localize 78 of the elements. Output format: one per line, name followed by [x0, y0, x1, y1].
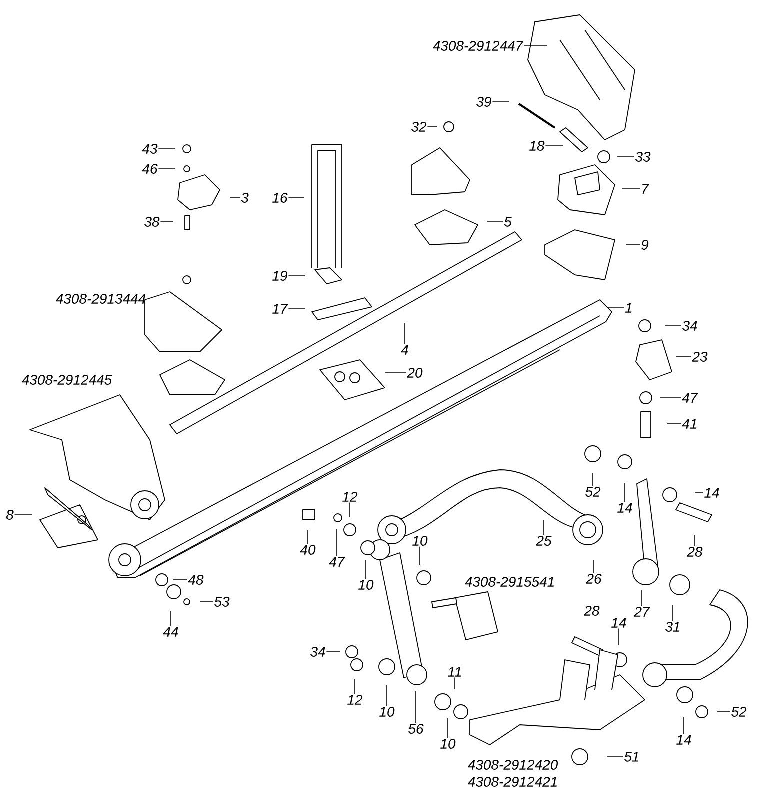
callout-number: 1 — [625, 303, 632, 313]
leader-line — [672, 604, 674, 622]
callout-number: 33 — [636, 152, 651, 162]
leader-line — [676, 356, 692, 358]
callout-number: 28 — [687, 547, 703, 557]
leader-line — [14, 514, 32, 516]
callout-number: 32 — [412, 122, 427, 132]
part-number: 4308-2913444 — [56, 294, 146, 304]
leader-line — [288, 308, 306, 310]
leader-line — [606, 756, 624, 758]
leader-line — [694, 492, 704, 494]
callout-number: 18 — [530, 141, 545, 151]
leader-line — [158, 148, 176, 150]
callout-number: 10 — [380, 707, 395, 717]
part-number: 4308-2912445 — [22, 375, 112, 385]
callout-number: 38 — [144, 217, 160, 227]
callout-number: 44 — [163, 627, 178, 637]
leader-line — [622, 188, 641, 190]
callout-number: 14 — [704, 488, 720, 498]
callout-number: 47 — [682, 393, 698, 403]
callout-number: 12 — [342, 492, 358, 502]
leader-line — [404, 322, 406, 345]
callout-number: 7 — [642, 184, 650, 194]
callout-number: 43 — [142, 144, 158, 154]
callout-number: 8 — [6, 510, 14, 520]
callout-number: 51 — [624, 752, 639, 762]
callout-number: 39 — [476, 97, 492, 107]
callout-number: 56 — [408, 724, 424, 734]
callout-number: 26 — [586, 574, 602, 584]
callout-number: 46 — [142, 164, 158, 174]
leader-line — [384, 372, 407, 374]
callout-number: 17 — [272, 304, 288, 314]
callout-number: 3 — [241, 193, 249, 203]
leader-line — [624, 482, 626, 503]
callout-number: 10 — [412, 536, 428, 546]
callout-number: 14 — [618, 503, 632, 513]
callout-number: 23 — [692, 352, 708, 362]
callout-number: 53 — [214, 597, 230, 607]
callout-number: 14 — [676, 735, 692, 745]
callout-number: 4308-2912447 — [432, 41, 524, 51]
callout-number: 10 — [440, 739, 456, 749]
callout-number: 52 — [732, 707, 747, 717]
callout-number: 31 — [666, 622, 680, 632]
leader-line — [158, 168, 176, 170]
callout-number: 34 — [682, 321, 698, 331]
callout-number: 25 — [536, 536, 552, 546]
part-number: 4308-2912421 — [468, 777, 557, 787]
callout-number: 12 — [348, 695, 363, 705]
leader-line — [170, 610, 172, 627]
callout-number: 14 — [612, 618, 626, 628]
leader-line — [427, 126, 438, 128]
leader-line — [694, 534, 696, 547]
callout-number: 9 — [642, 240, 649, 250]
callout-number: 47 — [329, 557, 346, 567]
callout-number: 16 — [272, 193, 288, 203]
leader-line — [626, 244, 641, 246]
leader-line — [616, 156, 635, 158]
callout-number: 52 — [586, 487, 601, 497]
leader-line — [618, 628, 620, 646]
callout-number: 10 — [358, 580, 374, 590]
leader-line — [386, 684, 388, 707]
callout-number: 41 — [682, 419, 697, 429]
leader-line — [336, 528, 338, 557]
callout-number: 34 — [310, 647, 326, 657]
callout-number: 19 — [272, 271, 288, 281]
callout-number: 20 — [407, 368, 423, 378]
callout-number: 11 — [448, 667, 462, 677]
part-number: 4308-2915541 — [464, 577, 554, 587]
callout-number: 28 — [584, 606, 600, 616]
callout-number: 48 — [188, 575, 204, 585]
callout-number: 27 — [634, 607, 650, 617]
callout-number: 40 — [300, 545, 316, 555]
leader-line — [354, 678, 356, 695]
callout-number: 4 — [401, 345, 408, 355]
leader-line — [592, 472, 594, 487]
leader-line — [454, 677, 456, 690]
callout-number: 5 — [504, 217, 512, 227]
part-number: 4308-2912420 — [468, 760, 558, 770]
